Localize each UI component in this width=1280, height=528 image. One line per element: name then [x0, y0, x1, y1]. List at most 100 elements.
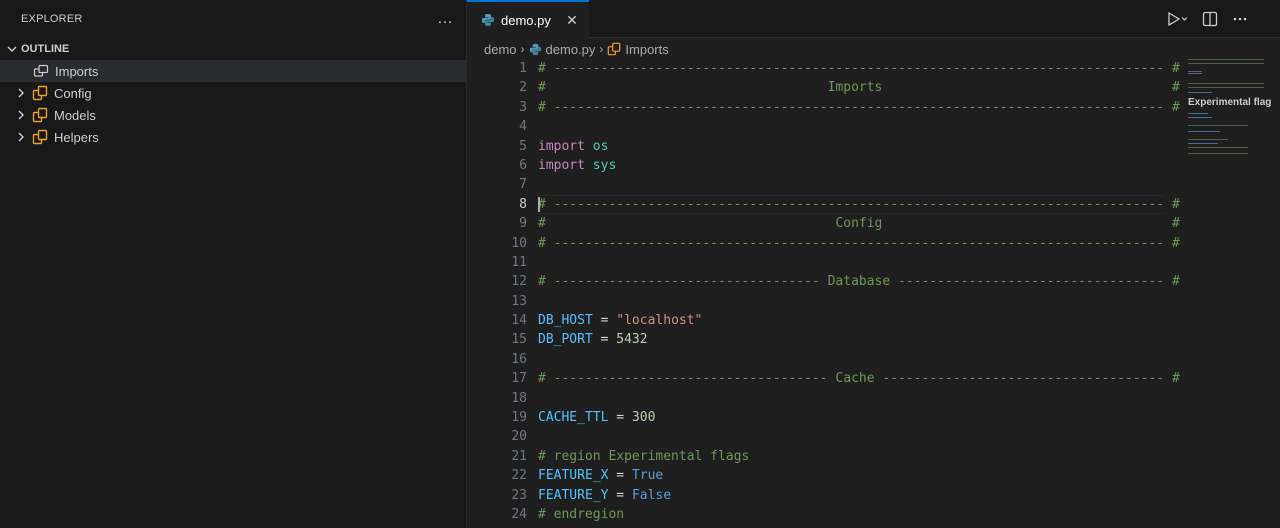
code-token: FEATURE_X	[538, 468, 609, 484]
breadcrumb-symbol-label: Imports	[625, 41, 669, 57]
close-tab-icon[interactable]: ✕	[566, 11, 578, 28]
line-number: 21	[511, 448, 527, 464]
line-number: 11	[511, 254, 527, 270]
play-icon	[1168, 11, 1188, 27]
minimap-line	[1188, 147, 1248, 148]
module-icon	[32, 85, 48, 101]
code-token: 300	[631, 410, 656, 426]
code-line[interactable]: 3# -------------------------------------…	[467, 98, 1280, 117]
outline-item-models[interactable]: Models	[0, 104, 466, 126]
module-icon	[32, 129, 48, 145]
code-token	[585, 139, 593, 154]
code-line[interactable]: 11	[467, 253, 1280, 272]
tab-demo-py[interactable]: demo.py ✕	[467, 0, 589, 38]
more-editor-actions-button[interactable]	[1232, 11, 1248, 27]
breadcrumb-symbol[interactable]: Imports	[607, 41, 669, 57]
code-line[interactable]: 23 FEATURE_Y = False	[467, 486, 1280, 505]
line-number: 10	[511, 235, 527, 251]
code-line[interactable]: 16	[467, 350, 1280, 369]
line-number: 8	[519, 196, 527, 212]
chevron-right-icon[interactable]	[13, 131, 29, 143]
code-token: # Config #	[538, 216, 1180, 232]
line-number: 24	[511, 506, 527, 522]
code-line[interactable]: 12# ---------------------------------- D…	[467, 272, 1280, 291]
code-editor[interactable]: 1 # -------------------------------------…	[467, 59, 1280, 528]
minimap-line	[1188, 63, 1264, 64]
minimap-line	[1188, 59, 1264, 60]
editor: demo.py ✕ demo › demo.py ›	[467, 0, 1280, 528]
code-line[interactable]: 17# ----------------------------------- …	[467, 369, 1280, 388]
line-number: 4	[519, 119, 527, 135]
chevron-right-icon[interactable]	[13, 87, 29, 99]
code-line[interactable]: 13	[467, 292, 1280, 311]
line-text: DB_HOST = "localhost"	[538, 311, 702, 330]
line-number: 13	[511, 293, 527, 309]
code-token: False	[631, 487, 672, 503]
code-line[interactable]: 24 # endregion	[467, 505, 1280, 524]
code-line[interactable]: 9 # Config #	[467, 214, 1280, 233]
code-token: import	[538, 157, 585, 173]
outline-item-imports[interactable]: Imports	[0, 60, 466, 82]
code-token: =	[592, 313, 617, 329]
line-text: FEATURE_Y = False	[538, 486, 671, 505]
code-token: =	[592, 332, 617, 348]
line-text: # --------------------------------------…	[538, 234, 1180, 253]
code-line[interactable]: 5 import os	[467, 137, 1280, 156]
line-number: 23	[511, 487, 527, 503]
line-number: 19	[511, 410, 527, 426]
split-editor-button[interactable]	[1202, 11, 1218, 27]
minimap-line	[1188, 71, 1202, 72]
line-text: # ---------------------------------- Dat…	[538, 272, 1180, 291]
code-token: # Imports #	[538, 80, 1180, 96]
code-line[interactable]: 21 # region Experimental flags	[467, 447, 1280, 466]
code-token: # --------------------------------------…	[538, 235, 1180, 251]
code-line[interactable]: 2# Imports #	[467, 78, 1280, 97]
code-token	[585, 158, 593, 173]
line-number: 9	[519, 216, 527, 232]
code-token: 5432	[616, 332, 648, 348]
sidebar-title: EXPLORER	[21, 13, 83, 25]
run-python-file-button[interactable]	[1166, 11, 1188, 27]
code-token: # --------------------------------------…	[538, 61, 1180, 76]
breadcrumb-file[interactable]: demo.py	[529, 42, 595, 57]
code-line[interactable]: 8# -------------------------------------…	[467, 194, 1280, 215]
code-token: os	[592, 138, 609, 154]
code-line[interactable]: 18	[467, 389, 1280, 408]
code-line[interactable]: 7	[467, 175, 1280, 194]
code-line[interactable]: 4	[467, 117, 1280, 136]
outline-item-label: Imports	[55, 63, 99, 79]
code-token: # ---------------------------------- Dat…	[538, 274, 1180, 290]
code-token: =	[608, 410, 632, 426]
outline-section-header[interactable]: OUTLINE	[0, 38, 466, 60]
split-editor-icon	[1202, 11, 1218, 27]
outline-item-label: Models	[54, 107, 96, 123]
line-text: # --------------------------------------…	[538, 98, 1180, 117]
editor-actions	[1166, 0, 1280, 38]
line-text: FEATURE_X = True	[538, 466, 663, 485]
module-icon	[32, 107, 48, 123]
outline-item-helpers[interactable]: Helpers	[0, 126, 466, 148]
line-text: # region Experimental flags	[538, 447, 749, 466]
minimap-line	[1188, 153, 1248, 154]
code-token: # endregion	[538, 506, 625, 522]
chevron-right-icon[interactable]	[13, 109, 29, 121]
line-number: 18	[511, 390, 527, 406]
line-number: 1	[519, 61, 527, 76]
tab-label: demo.py	[501, 12, 551, 28]
minimap[interactable]: Experimental flag	[1188, 59, 1271, 159]
more-actions-icon[interactable]: …	[437, 10, 454, 27]
python-file-icon	[529, 43, 541, 55]
code-line[interactable]: 1 # -------------------------------------…	[467, 59, 1280, 78]
breadcrumb-folder[interactable]: demo	[484, 41, 517, 57]
line-number: 5	[519, 138, 527, 154]
outline-item-config[interactable]: Config	[0, 82, 466, 104]
code-line[interactable]: 10 # ------------------------------------…	[467, 234, 1280, 253]
code-token: import	[538, 138, 585, 154]
code-line[interactable]: 20	[467, 427, 1280, 446]
